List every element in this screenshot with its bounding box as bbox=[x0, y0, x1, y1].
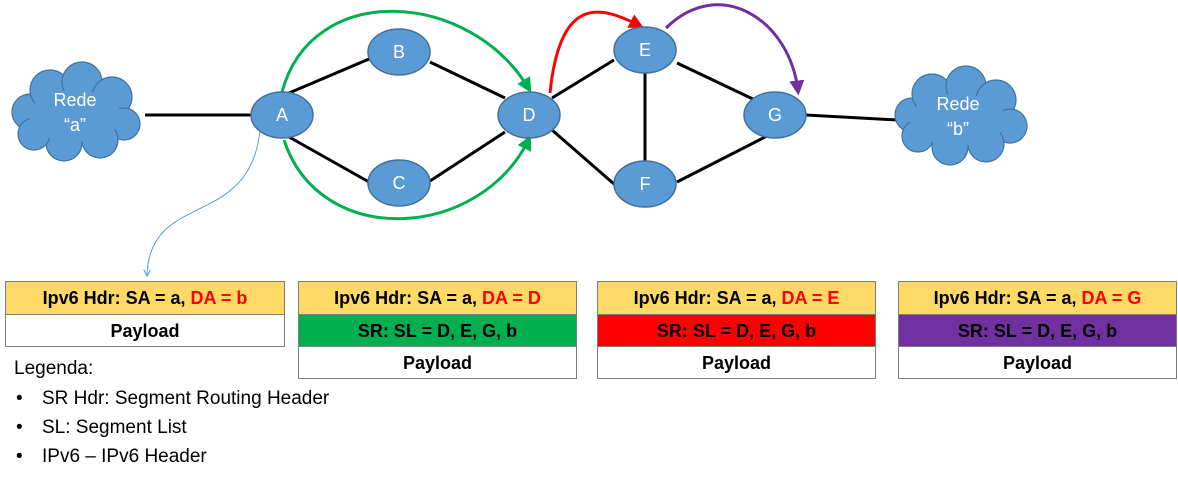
cloud-a-label-line2: “a” bbox=[64, 115, 86, 135]
ipv6-header: Ipv6 Hdr: SA = a, DA = E bbox=[598, 282, 875, 314]
nodes: A B C D E F G bbox=[250, 26, 807, 208]
node-B: B bbox=[367, 28, 431, 76]
legend-item-text: IPv6 – IPv6 Header bbox=[42, 446, 207, 467]
legend-title: Legenda: bbox=[14, 358, 94, 379]
header-sa: Ipv6 Hdr: SA = a, bbox=[933, 288, 1082, 308]
link-F-G bbox=[676, 131, 774, 184]
cloud-rede-b: Rede “b” bbox=[894, 65, 1028, 166]
node-G-label: G bbox=[768, 105, 782, 125]
link-D-E bbox=[551, 58, 615, 100]
header-da: DA = D bbox=[482, 288, 541, 308]
links bbox=[145, 57, 899, 186]
header-da: DA = b bbox=[190, 288, 248, 308]
link-G-cloud-b bbox=[805, 113, 899, 122]
node-B-label: B bbox=[393, 42, 405, 62]
node-A-label: A bbox=[276, 105, 288, 125]
legend-list: • SR Hdr: Segment Routing Header • SL: Seg… bbox=[14, 384, 329, 471]
legend-item: • IPv6 – IPv6 Header bbox=[14, 442, 329, 471]
packet-to-E: Ipv6 Hdr: SA = a, DA = E SR: SL = D, E, … bbox=[597, 281, 876, 379]
header-sa: Ipv6 Hdr: SA = a, bbox=[42, 288, 191, 308]
sr-header: SR: SL = D, E, G, b bbox=[299, 314, 576, 346]
path-green-lower bbox=[282, 134, 532, 221]
node-A: A bbox=[250, 91, 314, 139]
ipv6-header: Ipv6 Hdr: SA = a, DA = D bbox=[299, 282, 576, 314]
node-E-label: E bbox=[639, 40, 651, 60]
bullet: • bbox=[16, 446, 23, 467]
legend-item: • SR Hdr: Segment Routing Header bbox=[14, 384, 329, 413]
node-C: C bbox=[367, 159, 431, 207]
cloud-a-label-line1: Rede bbox=[53, 90, 96, 110]
link-A-C bbox=[281, 131, 370, 184]
link-C-D bbox=[429, 130, 506, 183]
link-A-B bbox=[281, 57, 370, 98]
ipv6-header: Ipv6 Hdr: SA = a, DA = b bbox=[6, 282, 284, 314]
path-green-upper bbox=[280, 9, 532, 93]
legend: Legenda: • SR Hdr: Segment Routing Header… bbox=[14, 354, 329, 471]
node-D: D bbox=[497, 91, 561, 139]
pointer-arrow bbox=[147, 129, 261, 275]
sr-header: SR: SL = D, E, G, b bbox=[598, 314, 875, 346]
bullet: • bbox=[16, 417, 23, 438]
cloud-rede-a: Rede “a” bbox=[11, 61, 141, 162]
node-G: G bbox=[743, 91, 807, 139]
payload: Payload bbox=[6, 314, 284, 346]
packet-at-A: Ipv6 Hdr: SA = a, DA = b Payload bbox=[5, 281, 285, 347]
bullet: • bbox=[16, 388, 23, 409]
payload: Payload bbox=[299, 346, 576, 378]
link-E-G bbox=[676, 61, 756, 102]
legend-item-text: SR Hdr: Segment Routing Header bbox=[42, 388, 330, 409]
node-D-label: D bbox=[523, 105, 536, 125]
link-D-F bbox=[551, 128, 615, 186]
node-F-label: F bbox=[640, 174, 651, 194]
ipv6-header: Ipv6 Hdr: SA = a, DA = G bbox=[899, 282, 1176, 314]
node-E: E bbox=[613, 26, 677, 74]
legend-item: • SL: Segment List bbox=[14, 413, 329, 442]
packet-to-G: Ipv6 Hdr: SA = a, DA = G SR: SL = D, E, … bbox=[898, 281, 1177, 379]
cloud-b-label-line2: “b” bbox=[947, 119, 969, 139]
sr-header: SR: SL = D, E, G, b bbox=[899, 314, 1176, 346]
path-purple bbox=[664, 3, 805, 96]
link-B-D bbox=[429, 60, 506, 100]
node-C-label: C bbox=[393, 173, 406, 193]
header-sa: Ipv6 Hdr: SA = a, bbox=[334, 288, 483, 308]
payload: Payload bbox=[598, 346, 875, 378]
payload: Payload bbox=[899, 346, 1176, 378]
cloud-b-label-line1: Rede bbox=[936, 94, 979, 114]
header-sa: Ipv6 Hdr: SA = a, bbox=[633, 288, 782, 308]
legend-item-text: SL: Segment List bbox=[42, 417, 187, 438]
packet-to-D: Ipv6 Hdr: SA = a, DA = D SR: SL = D, E, … bbox=[298, 281, 577, 379]
header-da: DA = G bbox=[1081, 288, 1142, 308]
header-da: DA = E bbox=[781, 288, 840, 308]
node-F: F bbox=[613, 160, 677, 208]
path-red bbox=[548, 10, 644, 94]
